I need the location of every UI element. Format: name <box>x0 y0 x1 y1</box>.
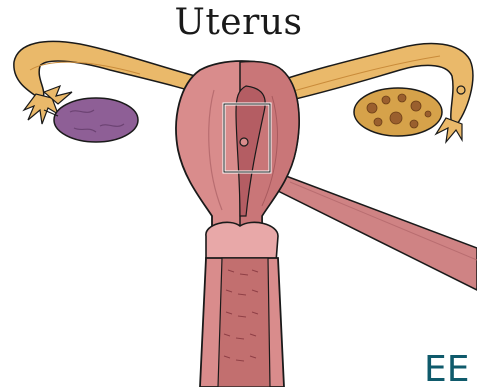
diagram-title: Uterus <box>0 2 477 43</box>
fallopian-tube-left <box>14 41 210 100</box>
corner-label: EE <box>424 352 470 388</box>
embryo-marker <box>240 138 248 146</box>
cervix <box>206 222 278 262</box>
ovary-left <box>54 98 138 142</box>
zoom-band <box>270 170 477 290</box>
vaginal-section <box>218 258 270 387</box>
